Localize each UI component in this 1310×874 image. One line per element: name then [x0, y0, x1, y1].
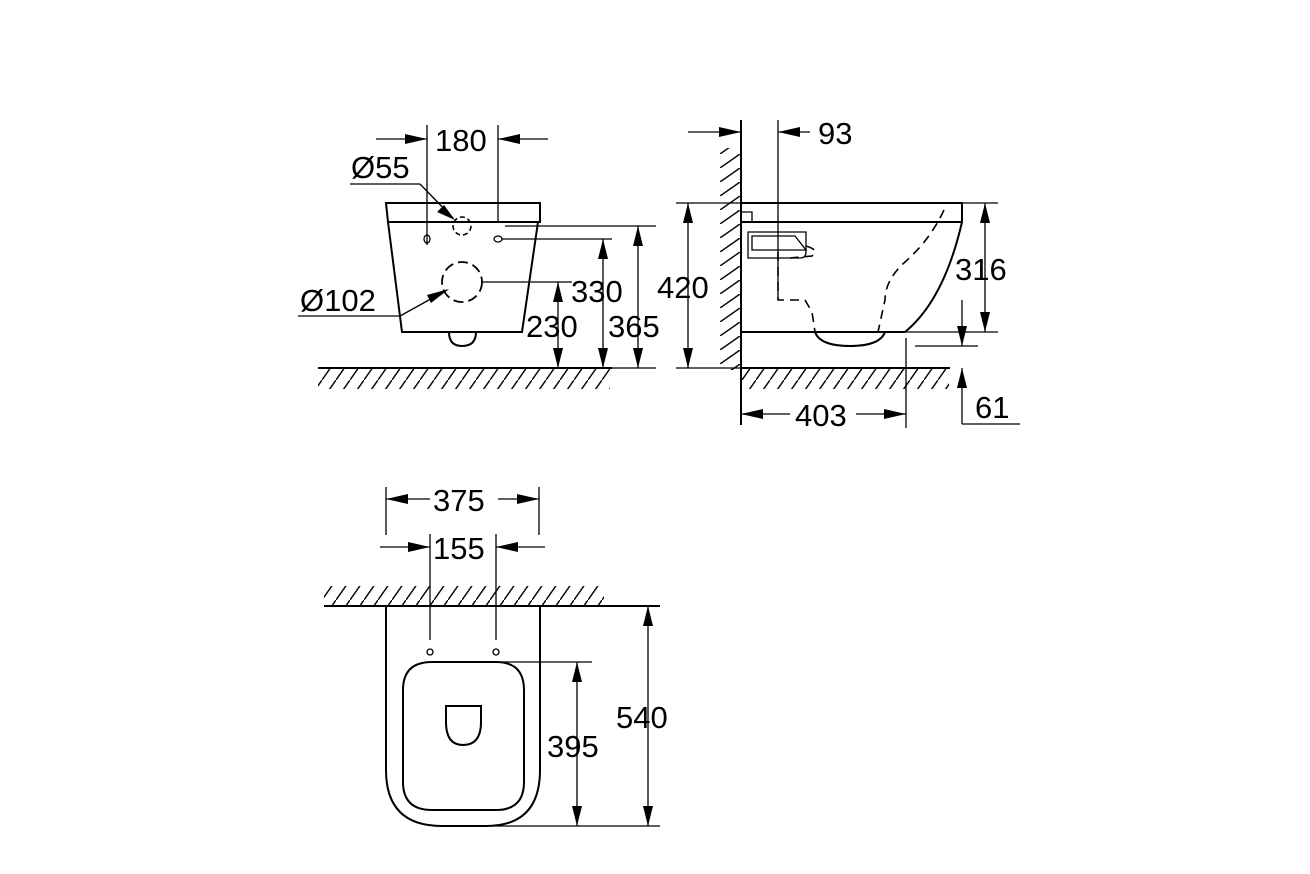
dim-365-label: 365 — [608, 309, 660, 344]
dim-420-arrow-top — [683, 203, 693, 223]
dim-375-arrow-right — [517, 494, 539, 504]
top-fixing-hole-right — [492, 648, 500, 656]
front-outlet-bottom — [448, 331, 477, 348]
dim-420-label: 420 — [657, 270, 709, 305]
dim-395-label: 395 — [547, 729, 599, 764]
dim-180-label: 180 — [435, 123, 487, 158]
dim-180-arrow-right — [498, 134, 520, 144]
dim-61-label: 61 — [975, 390, 1009, 425]
side-inner-notch — [742, 211, 753, 222]
top-bowl-outline — [385, 606, 541, 827]
dim-93-arrow-left — [719, 127, 741, 137]
top-view: 375 155 395 540 — [324, 483, 668, 827]
dim-330-arrow-bottom — [598, 348, 608, 368]
front-rim — [384, 202, 541, 223]
dim-d102-arrow — [427, 289, 449, 303]
front-fixing-hole-right — [493, 235, 503, 243]
dim-93-arrow-right — [778, 127, 800, 137]
front-flush-hole — [452, 216, 472, 236]
dim-316-arrow-top — [980, 203, 990, 223]
dim-375-arrow-left — [386, 494, 408, 504]
dim-330-label: 330 — [571, 274, 623, 309]
top-wall-hatch — [324, 586, 604, 606]
dim-316-label: 316 — [955, 252, 1007, 287]
dim-d102-label: Ø102 — [300, 283, 376, 318]
dim-230-arrow-bottom — [553, 348, 563, 368]
dim-540-arrow-bottom — [643, 806, 653, 826]
dim-d55-arrow — [437, 205, 455, 220]
dim-420-arrow-bottom — [683, 348, 693, 368]
front-view: 180 Ø55 Ø102 230 330 365 — [298, 123, 660, 389]
dim-540-arrow-top — [643, 606, 653, 626]
dim-330-arrow-top — [598, 239, 608, 259]
side-floor-hatch — [741, 369, 949, 389]
side-bowl-bottom — [814, 331, 886, 348]
dim-d55-label: Ø55 — [351, 150, 410, 185]
dim-540-label: 540 — [616, 700, 668, 735]
dim-403-label: 403 — [795, 398, 847, 433]
side-trap-inlet — [789, 245, 816, 259]
side-wall-hatch — [720, 148, 740, 370]
dim-230-label: 230 — [526, 309, 578, 344]
front-outlet-circle — [441, 261, 483, 303]
side-trap-right — [877, 209, 945, 333]
top-seat-outline — [402, 661, 525, 811]
dim-403-arrow-left — [741, 409, 763, 419]
front-floor-hatch — [318, 369, 610, 389]
side-inlet-inner — [751, 235, 808, 251]
dim-155-label: 155 — [433, 531, 485, 566]
top-fixing-hole-left — [426, 648, 434, 656]
side-trap-left — [777, 252, 816, 333]
dim-93-label: 93 — [818, 116, 852, 151]
dim-155-arrow-left — [408, 542, 430, 552]
dim-61-arrow-top — [957, 326, 967, 346]
dim-180-arrow-left — [405, 134, 427, 144]
front-bowl-body — [387, 221, 539, 333]
top-bowl-opening — [445, 705, 482, 747]
side-bowl-outline — [741, 221, 963, 333]
dim-403-arrow-right — [884, 409, 906, 419]
dim-395-arrow-bottom — [572, 806, 582, 826]
dim-230-arrow-top — [553, 282, 563, 302]
dim-365-arrow-top — [633, 226, 643, 246]
dim-375-label: 375 — [433, 483, 485, 518]
dim-316-arrow-bottom — [980, 312, 990, 332]
dim-155-arrow-right — [496, 542, 518, 552]
dim-61-arrow-bottom — [957, 368, 967, 388]
dim-365-arrow-bottom — [633, 348, 643, 368]
dim-395-arrow-top — [572, 662, 582, 682]
side-view: 93 420 316 61 403 — [657, 116, 1020, 433]
side-rim — [741, 202, 963, 223]
